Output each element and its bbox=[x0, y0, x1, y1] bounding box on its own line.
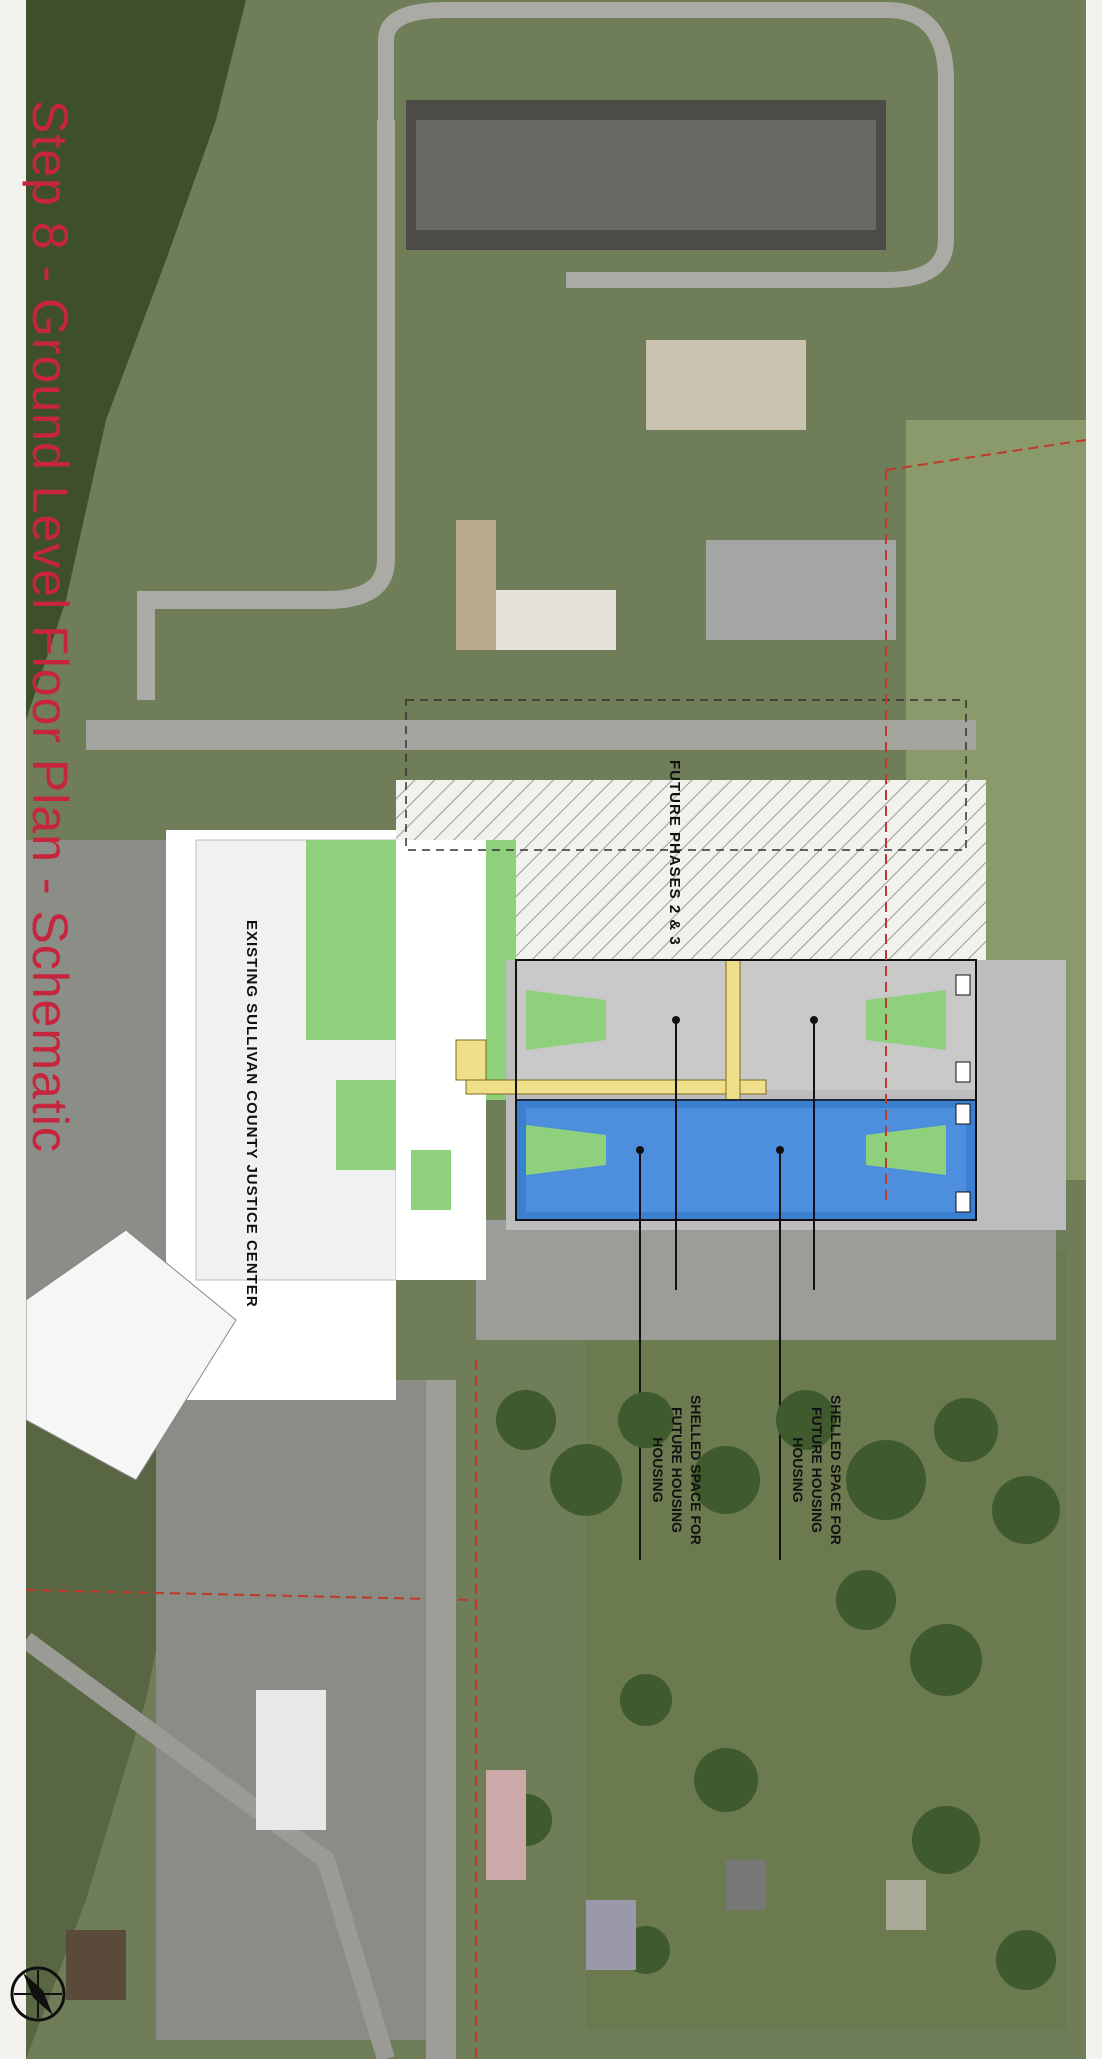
shelled-space-upper-label: SHELLED SPACE FOR FUTURE HOUSING HOUSING bbox=[788, 1395, 845, 1545]
shelled-space-upper-text: SHELLED SPACE FOR FUTURE HOUSING HOUSING bbox=[790, 1395, 844, 1545]
future-phases-label: FUTURE PHASES 2 & 3 bbox=[666, 760, 683, 946]
aerial-map-graphic bbox=[26, 0, 1086, 2059]
sheet-title: Step 8 - Ground Level Floor Plan - Schem… bbox=[22, 100, 78, 1153]
existing-center-label: EXISTING SULLIVAN COUNTY JUSTICE CENTER bbox=[243, 920, 260, 1308]
shelled-space-lower-text: SHELLED SPACE FOR FUTURE HOUSING HOUSING bbox=[650, 1395, 704, 1545]
north-arrow-icon bbox=[6, 1962, 70, 2026]
aerial-photo bbox=[26, 0, 1086, 2059]
shelled-space-lower-label: SHELLED SPACE FOR FUTURE HOUSING HOUSING bbox=[648, 1395, 705, 1545]
